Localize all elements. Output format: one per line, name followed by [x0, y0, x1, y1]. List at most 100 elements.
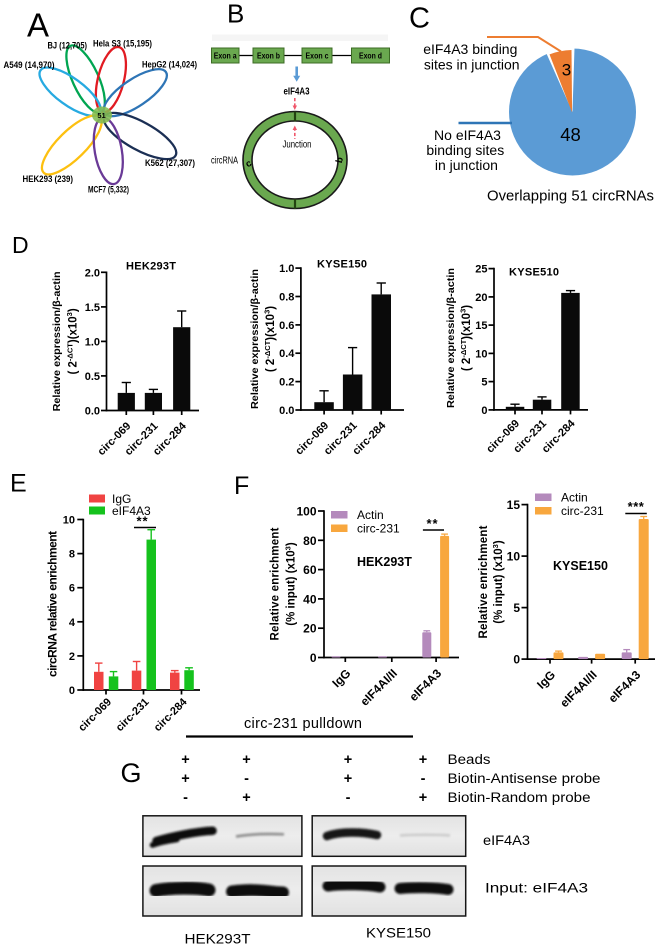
svg-text:10: 10 [507, 550, 521, 564]
svg-text:0.5: 0.5 [85, 371, 100, 383]
svg-text:**: ** [136, 514, 148, 529]
svg-text:Exon d: Exon d [359, 51, 382, 61]
svg-text:1.5: 1.5 [85, 302, 100, 314]
svg-text:KYSE150: KYSE150 [317, 259, 367, 271]
svg-text:Exon a: Exon a [214, 51, 237, 61]
svg-text:(% input) (x103): (% input) (x103) [284, 542, 298, 626]
svg-text:51: 51 [97, 111, 105, 120]
svg-text:10: 10 [475, 348, 487, 360]
svg-text:-: - [244, 771, 249, 787]
svg-text:Input: eIF4A3: Input: eIF4A3 [485, 881, 588, 896]
svg-text:circ-231 pulldown: circ-231 pulldown [244, 716, 362, 732]
svg-text:25: 25 [475, 264, 487, 276]
svg-text:20: 20 [475, 292, 487, 304]
svg-text:c: c [244, 158, 253, 170]
svg-text:b: b [334, 156, 346, 165]
svg-text:20: 20 [303, 622, 317, 636]
svg-text:Exon b: Exon b [257, 51, 280, 61]
svg-text:circ-231: circ-231 [357, 522, 400, 536]
svg-text:sites in junction: sites in junction [424, 57, 520, 73]
svg-text:A: A [27, 7, 49, 44]
svg-text:eIF4A3: eIF4A3 [606, 667, 644, 705]
svg-text:+: + [242, 790, 250, 806]
svg-text:2.0: 2.0 [85, 267, 100, 279]
svg-text:5: 5 [513, 601, 520, 615]
svg-text:C: C [409, 3, 430, 35]
svg-text:circRNA relative enrichment: circRNA relative enrichment [46, 531, 60, 677]
svg-text:circ-231: circ-231 [561, 504, 604, 518]
svg-text:HEK293T: HEK293T [357, 555, 412, 569]
svg-text:IgG: IgG [534, 668, 558, 692]
svg-text:eIF4A3: eIF4A3 [284, 87, 310, 98]
svg-text:6: 6 [69, 583, 75, 595]
svg-text:( 2-ΔCT)(x103): ( 2-ΔCT)(x103) [459, 305, 474, 371]
svg-text:4: 4 [69, 617, 76, 629]
svg-text:eIF4AI/II: eIF4AI/II [357, 666, 399, 708]
svg-text:eIF4A3: eIF4A3 [406, 666, 444, 704]
svg-text:eIF4A3: eIF4A3 [112, 504, 151, 518]
svg-text:HEK293 (239): HEK293 (239) [23, 174, 74, 185]
svg-text:Exon c: Exon c [306, 51, 329, 61]
svg-text:circRNA: circRNA [211, 156, 238, 167]
svg-text:Biotin-Antisense probe: Biotin-Antisense probe [448, 771, 601, 786]
svg-text:+: + [344, 752, 352, 768]
svg-text:0.6: 0.6 [279, 320, 294, 332]
svg-text:MCF7 (5,332): MCF7 (5,332) [88, 185, 129, 196]
svg-text:(% input) (x103): (% input) (x103) [491, 540, 505, 624]
svg-text:+: + [181, 752, 189, 768]
svg-text:eIF4A3: eIF4A3 [483, 833, 530, 848]
svg-text:Relative expression/β-actin: Relative expression/β-actin [51, 271, 63, 411]
svg-text:-: - [421, 771, 426, 787]
svg-text:+: + [181, 771, 189, 787]
svg-text:Relative expression/β-actin: Relative expression/β-actin [249, 269, 261, 409]
svg-text:( 2-ΔCT)(x103): ( 2-ΔCT)(x103) [65, 308, 80, 374]
svg-text:Relative enrichment: Relative enrichment [478, 525, 490, 638]
svg-text:circ-284: circ-284 [152, 696, 191, 735]
svg-text:40: 40 [303, 592, 317, 606]
svg-text:3: 3 [562, 61, 571, 80]
svg-text:100: 100 [296, 505, 316, 519]
svg-text:0.0: 0.0 [279, 405, 294, 417]
svg-text:binding sites: binding sites [426, 142, 504, 158]
svg-text:+: + [344, 771, 352, 787]
svg-text:IgG: IgG [112, 492, 131, 506]
svg-text:5: 5 [481, 377, 487, 389]
svg-text:KYSE150: KYSE150 [366, 926, 431, 941]
svg-text:1.0: 1.0 [85, 336, 100, 348]
svg-text:Relative expression/β-actin: Relative expression/β-actin [445, 268, 457, 408]
svg-text:0: 0 [513, 653, 520, 667]
svg-text:Beads: Beads [448, 752, 491, 767]
svg-text:D: D [12, 232, 29, 258]
svg-text:**: ** [426, 516, 438, 531]
svg-text:circ-069: circ-069 [76, 696, 114, 734]
svg-text:IgG: IgG [329, 666, 353, 690]
svg-text:***: *** [628, 499, 645, 514]
svg-text:-: - [183, 790, 188, 806]
svg-text:0.0: 0.0 [85, 406, 100, 418]
svg-text:HEK293T: HEK293T [126, 261, 176, 273]
svg-text:G: G [121, 758, 142, 788]
svg-text:HepG2 (14,024): HepG2 (14,024) [142, 60, 197, 71]
svg-text:+: + [419, 790, 427, 806]
svg-text:0: 0 [69, 685, 75, 697]
svg-text:Relative enrichment: Relative enrichment [270, 527, 282, 640]
svg-text:( 2-ΔCT)(x103): ( 2-ΔCT)(x103) [263, 306, 278, 372]
svg-text:eIF4AI/II: eIF4AI/II [557, 668, 599, 710]
svg-text:60: 60 [303, 563, 317, 577]
svg-text:Hela S3 (15,195): Hela S3 (15,195) [93, 39, 152, 50]
svg-text:F: F [234, 472, 249, 500]
svg-text:E: E [10, 470, 27, 498]
svg-text:15: 15 [475, 320, 487, 332]
svg-text:A549 (14,970): A549 (14,970) [4, 60, 55, 71]
svg-text:1.0: 1.0 [279, 263, 294, 275]
svg-text:B: B [227, 0, 244, 29]
svg-text:15: 15 [507, 498, 521, 512]
svg-text:Actin: Actin [561, 491, 588, 505]
svg-text:0.8: 0.8 [279, 292, 294, 304]
svg-text:Biotin-Random probe: Biotin-Random probe [448, 790, 591, 805]
svg-text:Junction: Junction [283, 140, 312, 151]
svg-text:0: 0 [310, 651, 317, 665]
svg-text:0.2: 0.2 [279, 377, 294, 389]
svg-text:2: 2 [69, 651, 75, 663]
svg-text:0.4: 0.4 [279, 348, 295, 360]
